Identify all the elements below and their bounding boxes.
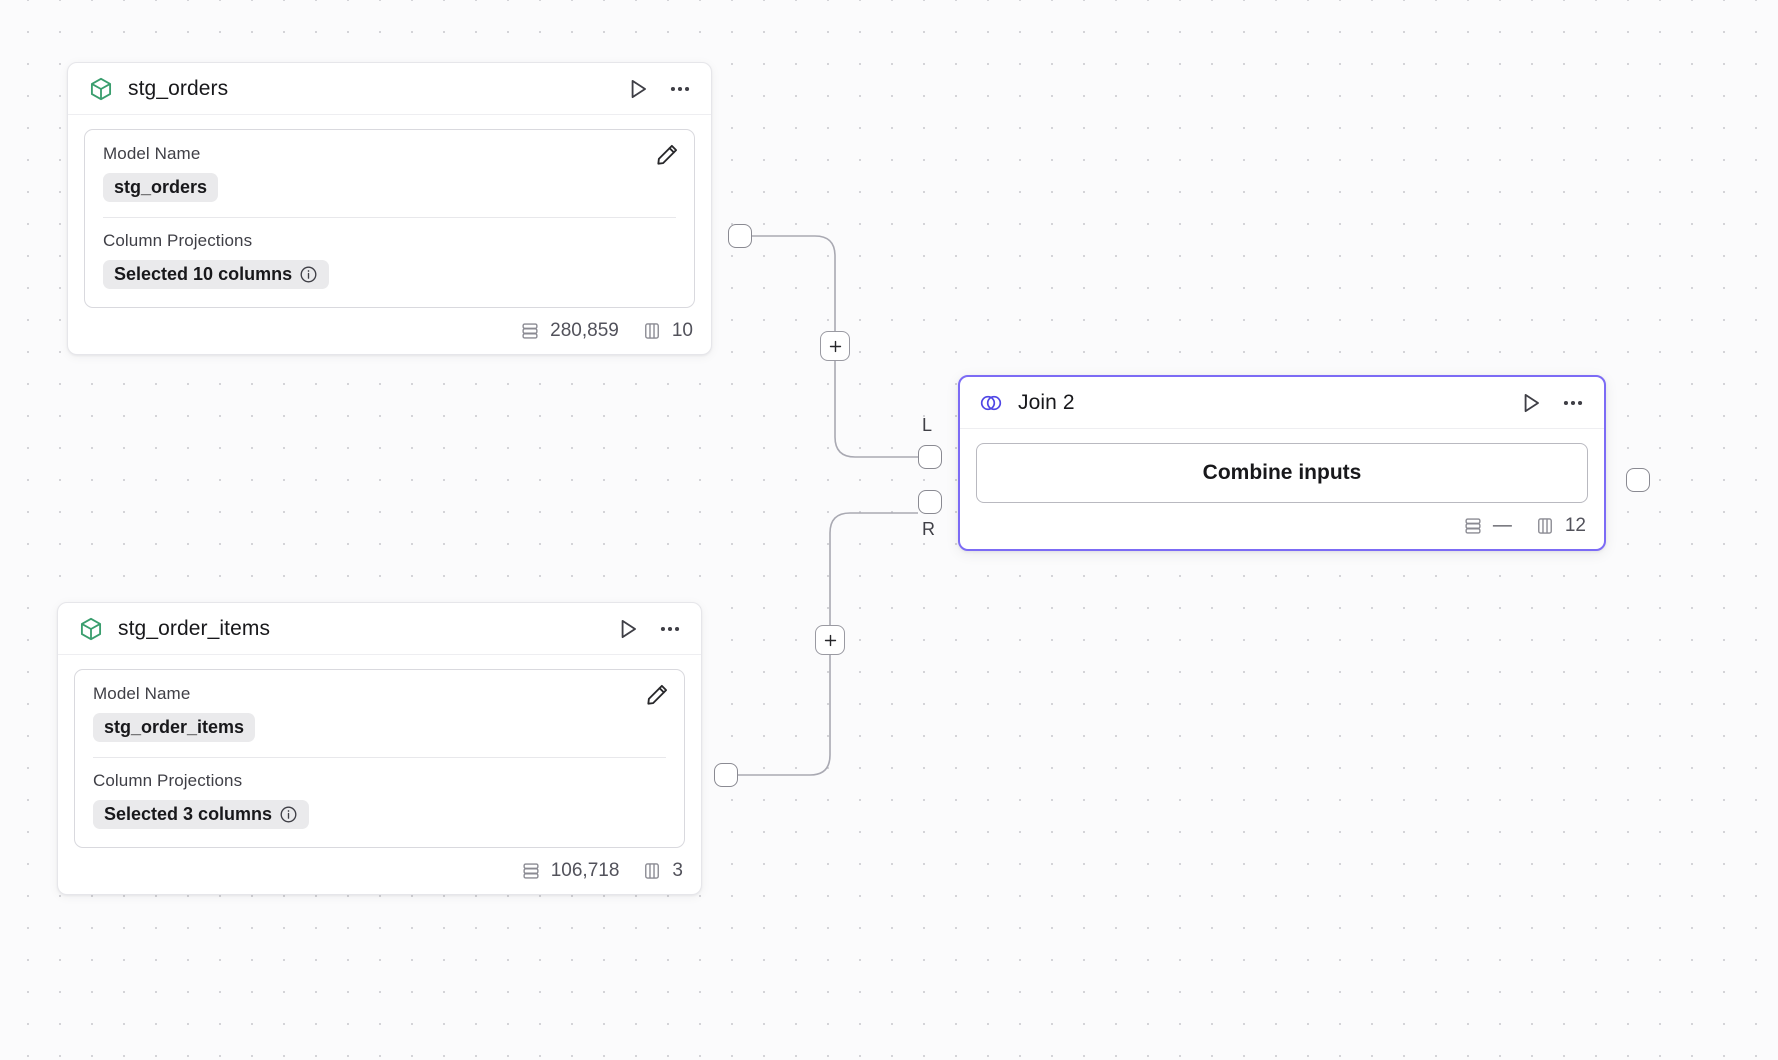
node-stg-orders[interactable]: stg_orders <box>67 62 712 355</box>
row-count-value: 106,718 <box>550 860 620 881</box>
model-name-value: stg_orders <box>114 177 208 197</box>
add-node-button-edge-2[interactable] <box>815 625 845 655</box>
node-header: stg_orders <box>68 63 711 115</box>
node-title: stg_orders <box>128 76 229 100</box>
header-actions <box>1518 390 1586 416</box>
rows-icon <box>1462 515 1484 537</box>
panel-divider <box>93 757 666 758</box>
row-count-value: — <box>1492 515 1512 536</box>
column-count-stat: 10 <box>641 320 693 342</box>
plus-icon <box>824 634 836 646</box>
run-icon[interactable] <box>1518 390 1544 416</box>
columns-icon <box>641 320 663 342</box>
combine-inputs-button[interactable]: Combine inputs <box>976 443 1588 503</box>
column-projections-label: Column Projections <box>93 771 243 790</box>
output-port-stg-order-items[interactable] <box>714 763 738 787</box>
cube-icon <box>78 616 104 642</box>
row-count-stat: — <box>1462 515 1512 537</box>
run-icon[interactable] <box>625 76 651 102</box>
row-count-stat: 280,859 <box>519 320 619 342</box>
header-actions <box>625 76 693 102</box>
column-count-value: 12 <box>1564 515 1586 536</box>
row-count-value: 280,859 <box>550 320 619 341</box>
rows-icon <box>519 320 541 342</box>
more-icon[interactable] <box>667 76 693 102</box>
node-footer: 106,718 3 <box>58 856 701 894</box>
node-header: stg_order_items <box>58 603 701 655</box>
input-port-left-label: L <box>922 415 933 435</box>
combine-inputs-label: Combine inputs <box>1202 461 1362 484</box>
node-title: Join 2 <box>1018 390 1075 414</box>
model-name-value: stg_order_items <box>104 717 245 737</box>
node-body: Combine inputs <box>960 429 1604 511</box>
node-footer: — 12 <box>960 511 1604 549</box>
plus-icon <box>829 340 841 352</box>
edit-icon[interactable] <box>644 682 670 708</box>
more-icon[interactable] <box>1560 390 1586 416</box>
column-count-value: 10 <box>671 320 693 341</box>
model-name-label: Model Name <box>103 144 201 163</box>
input-port-right-label: R <box>922 519 935 539</box>
column-projections-value: Selected 10 columns <box>114 264 293 284</box>
column-projections-chip[interactable]: Selected 3 columns <box>93 800 310 829</box>
model-config-panel[interactable]: Model Name stg_order_items Column Projec… <box>74 669 685 848</box>
join-icon <box>978 390 1004 416</box>
model-name-label: Model Name <box>93 684 191 703</box>
column-projections-value: Selected 3 columns <box>104 804 273 824</box>
column-count-value: 3 <box>672 860 683 881</box>
column-count-stat: 12 <box>1534 515 1586 537</box>
info-icon[interactable] <box>279 805 298 824</box>
model-name-chip[interactable]: stg_order_items <box>93 713 256 742</box>
info-icon[interactable] <box>299 265 318 284</box>
run-icon[interactable] <box>615 616 641 642</box>
more-icon[interactable] <box>657 616 683 642</box>
edit-icon[interactable] <box>654 142 680 168</box>
add-node-button-edge-1[interactable] <box>820 331 850 361</box>
output-port-join-2[interactable] <box>1626 468 1650 492</box>
node-join-2[interactable]: Join 2 Combine inputs <box>958 375 1606 551</box>
column-count-stat: 3 <box>641 860 683 882</box>
cube-icon <box>88 76 114 102</box>
node-body: Model Name stg_order_items Column Projec… <box>58 655 701 856</box>
columns-icon <box>1534 515 1556 537</box>
model-name-chip[interactable]: stg_orders <box>103 173 219 202</box>
node-stg-order-items[interactable]: stg_order_items <box>57 602 702 895</box>
header-actions <box>615 616 683 642</box>
input-port-join-right[interactable] <box>918 490 942 514</box>
node-footer: 280,859 10 <box>68 316 711 354</box>
column-projections-label: Column Projections <box>103 231 253 250</box>
panel-divider <box>103 217 676 218</box>
node-header: Join 2 <box>960 377 1604 429</box>
node-body: Model Name stg_orders Column Projections… <box>68 115 711 316</box>
column-projections-chip[interactable]: Selected 10 columns <box>103 260 330 289</box>
columns-icon <box>641 860 663 882</box>
node-title: stg_order_items <box>118 616 271 640</box>
model-config-panel[interactable]: Model Name stg_orders Column Projections… <box>84 129 695 308</box>
output-port-stg-orders[interactable] <box>728 224 752 248</box>
row-count-stat: 106,718 <box>520 860 620 882</box>
input-port-join-left[interactable] <box>918 445 942 469</box>
rows-icon <box>520 860 542 882</box>
